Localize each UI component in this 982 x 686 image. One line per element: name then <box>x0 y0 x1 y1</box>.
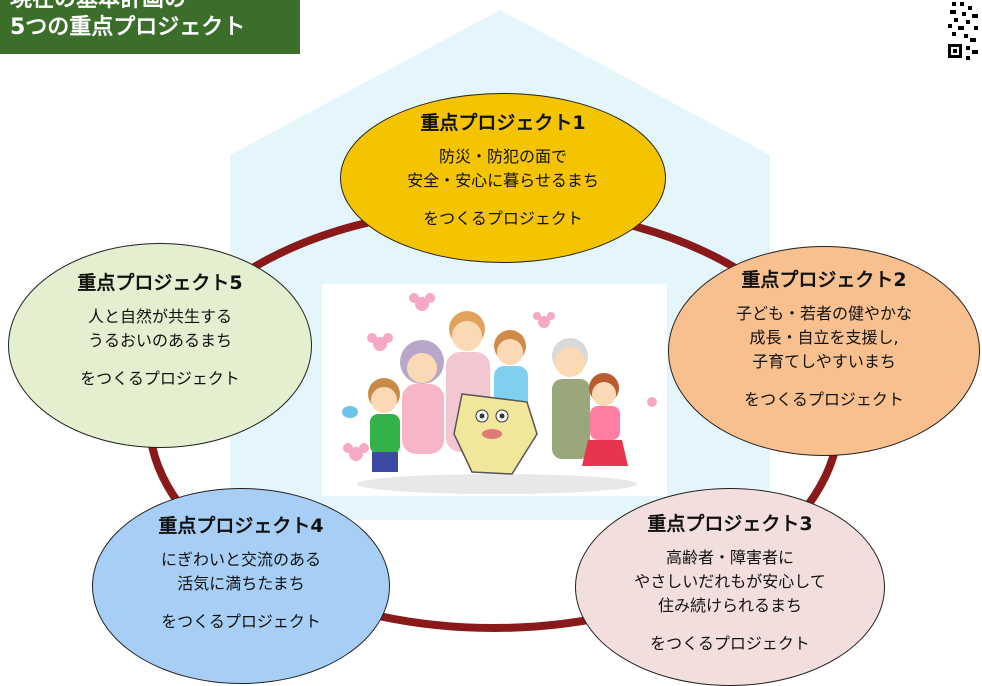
project-bubble-2: 重点プロジェクト2 子ども・若者の健やかな成長・自立を支援し, 子育てしやすいまちを… <box>668 246 980 456</box>
project-title: 重点プロジェクト2 <box>741 269 907 291</box>
project-description-line: 防災・防犯の面で <box>438 147 567 166</box>
project-description-line: 成長・自立を支援し, <box>749 328 899 347</box>
project-description: にぎわいと交流のある活気に満ちたまち <box>93 548 389 596</box>
project-bubble-1: 重点プロジェクト1 防災・防犯の面で安全・安心に暮らせるまちをつくるプロジェクト <box>340 93 666 263</box>
project-description-line: うるおいのあるまち <box>87 331 232 350</box>
project-description-line: 人と自然が共生する <box>87 307 232 326</box>
project-suffix: をつくるプロジェクト <box>744 390 904 409</box>
project-description-line: 子ども・若者の健やかな <box>735 304 912 323</box>
project-suffix: をつくるプロジェクト <box>423 209 583 228</box>
project-description-line: にぎわいと交流のある <box>160 550 321 569</box>
page-title-box: 現在の基本計画の 5つの重点プロジェクト <box>0 0 300 54</box>
project-description: 防災・防犯の面で安全・安心に暮らせるまち <box>341 145 665 193</box>
project-description-line: 活気に満ちたまち <box>177 574 305 593</box>
project-description-line: 子育てしやすいまち <box>752 352 896 371</box>
project-suffix: をつくるプロジェクト <box>650 634 810 653</box>
page-title-line2: 5つの重点プロジェクト <box>10 15 246 40</box>
project-title: 重点プロジェクト5 <box>77 272 243 294</box>
flower-icon <box>343 293 657 461</box>
project-suffix: をつくるプロジェクト <box>80 369 240 388</box>
project-title: 重点プロジェクト3 <box>647 513 813 535</box>
project-description-line: 安全・安心に暮らせるまち <box>407 171 599 190</box>
project-bubble-3: 重点プロジェクト3 高齢者・障害者にやさしいだれもが安心して住み続けられるまちをつ… <box>575 488 885 686</box>
project-suffix: をつくるプロジェクト <box>161 612 321 631</box>
project-description: 子ども・若者の健やかな成長・自立を支援し, 子育てしやすいまち <box>669 302 979 374</box>
family-illustration <box>322 284 667 496</box>
project-description-line: 高齢者・障害者に <box>665 548 794 567</box>
project-title: 重点プロジェクト4 <box>158 515 324 537</box>
project-description: 高齢者・障害者にやさしいだれもが安心して住み続けられるまち <box>576 546 884 618</box>
project-description-line: やさしいだれもが安心して <box>634 572 826 591</box>
project-description-line: 住み続けられるまち <box>657 596 802 615</box>
qr-code-icon <box>944 0 982 70</box>
page-title-line1: 現在の基本計画の <box>10 0 300 14</box>
project-title: 重点プロジェクト1 <box>420 112 586 134</box>
project-description: 人と自然が共生するうるおいのあるまち <box>9 305 311 353</box>
